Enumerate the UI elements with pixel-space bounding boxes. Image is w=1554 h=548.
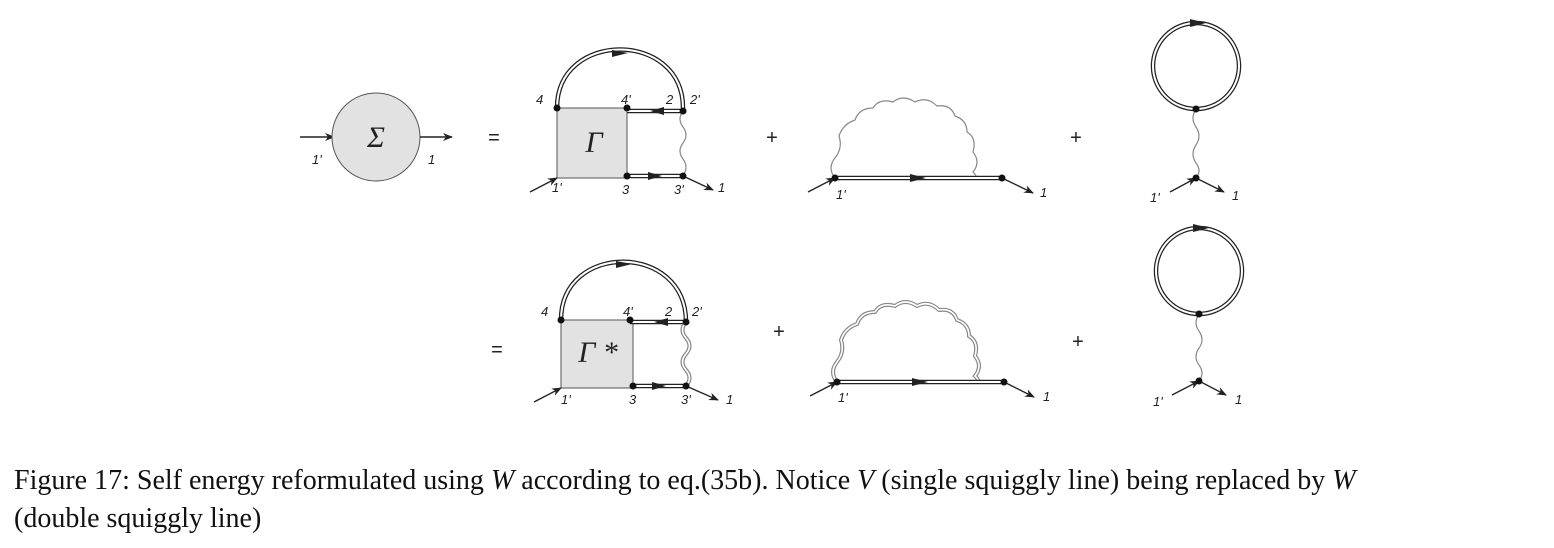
label-4prime: 4' xyxy=(623,304,633,319)
incoming-leg xyxy=(1171,380,1200,396)
caption-symbol-v: V xyxy=(857,465,875,496)
interaction-v-squiggle xyxy=(830,97,978,179)
self-energy-sigma: Σ 1' 1 xyxy=(300,92,453,182)
propagator-loop xyxy=(1155,227,1243,315)
label-1: 1 xyxy=(1232,188,1239,203)
incoming-leg xyxy=(809,381,838,397)
label-1: 1 xyxy=(726,392,733,407)
label-1: 1 xyxy=(718,180,725,195)
gamma-box xyxy=(556,107,628,179)
interaction-v-squiggle xyxy=(679,110,687,177)
gamma-star-symbol: Γ * xyxy=(577,336,618,369)
label-4: 4 xyxy=(541,304,548,319)
arrow xyxy=(612,50,628,57)
outgoing-leg xyxy=(1198,380,1227,396)
interaction-w-double-squiggle xyxy=(681,321,691,387)
label-1prime: 1' xyxy=(1150,190,1160,205)
label-1prime: 1' xyxy=(1153,394,1163,409)
label-3prime: 3' xyxy=(681,392,691,407)
outgoing-leg xyxy=(682,175,714,191)
gamma-symbol: Γ xyxy=(584,126,604,159)
exchange-term: 1' 1 xyxy=(807,97,1047,202)
gamma-star-box xyxy=(560,319,634,389)
propagator-loop xyxy=(1152,22,1240,110)
caption-symbol-w: W xyxy=(490,465,515,496)
label-1prime: 1' xyxy=(312,152,322,167)
label-1: 1 xyxy=(428,152,435,167)
outgoing-leg xyxy=(1195,177,1225,193)
label-2: 2 xyxy=(665,92,674,107)
label-1prime: 1' xyxy=(836,187,846,202)
label-2prime: 2' xyxy=(689,92,700,107)
outgoing-leg xyxy=(685,385,719,401)
label-3: 3 xyxy=(629,392,637,407)
sigma-symbol: Σ xyxy=(366,121,385,154)
exchange-w-term: 1' 1 xyxy=(809,300,1050,405)
label-2prime: 2' xyxy=(691,304,702,319)
label-1: 1 xyxy=(1235,392,1242,407)
caption-text: Figure 17: Self energy reformulated usin… xyxy=(14,465,491,496)
label-4: 4 xyxy=(536,92,543,107)
label-1prime: 1' xyxy=(561,392,571,407)
label-1: 1 xyxy=(1043,389,1050,404)
incoming-leg xyxy=(533,387,562,403)
caption-text: (double squiggly line) xyxy=(14,503,262,534)
propagator-arc xyxy=(560,260,687,323)
outgoing-leg xyxy=(1001,177,1034,194)
hartree-term: 1' 1 xyxy=(1150,19,1242,205)
interaction-v-squiggle xyxy=(1192,108,1200,179)
gamma-vertex-term: Γ 4 4' 2 2' 1' 3 3' 1 xyxy=(529,47,725,197)
equals-sign: = xyxy=(491,339,503,361)
label-1prime: 1' xyxy=(552,180,562,195)
incoming-leg xyxy=(529,177,558,193)
incoming-leg xyxy=(807,177,836,193)
hartree-term: 1' 1 xyxy=(1153,224,1245,409)
caption-text: according to eq.(35b). Notice xyxy=(514,465,858,496)
label-2: 2 xyxy=(664,304,673,319)
plus-sign: + xyxy=(766,127,778,149)
propagator-arc xyxy=(556,48,684,109)
interaction-w-double-squiggle xyxy=(832,301,980,383)
label-1: 1 xyxy=(1040,185,1047,200)
outgoing-leg xyxy=(1003,381,1035,398)
label-1prime: 1' xyxy=(838,390,848,405)
label-3: 3 xyxy=(622,182,630,197)
incoming-leg xyxy=(1169,177,1197,193)
interaction-v-squiggle xyxy=(1195,313,1203,382)
feynman-diagram-figure: Σ 1' 1 = Γ 4 4' 2 2' 1' 3 xyxy=(300,19,1245,409)
plus-sign: + xyxy=(1072,331,1084,353)
caption-text: (single squiggly line) being replaced by xyxy=(874,465,1333,496)
caption-symbol-w: W xyxy=(1332,465,1356,496)
label-3prime: 3' xyxy=(674,182,684,197)
label-4prime: 4' xyxy=(621,92,631,107)
plus-sign: + xyxy=(1070,127,1082,149)
equals-sign: = xyxy=(488,127,500,149)
figure-caption: Figure 17: Self energy reformulated usin… xyxy=(14,462,1544,538)
gamma-star-vertex-term: Γ * 4 4' 2 2' 1' 3 3' 1 xyxy=(533,259,733,407)
plus-sign: + xyxy=(773,321,785,343)
